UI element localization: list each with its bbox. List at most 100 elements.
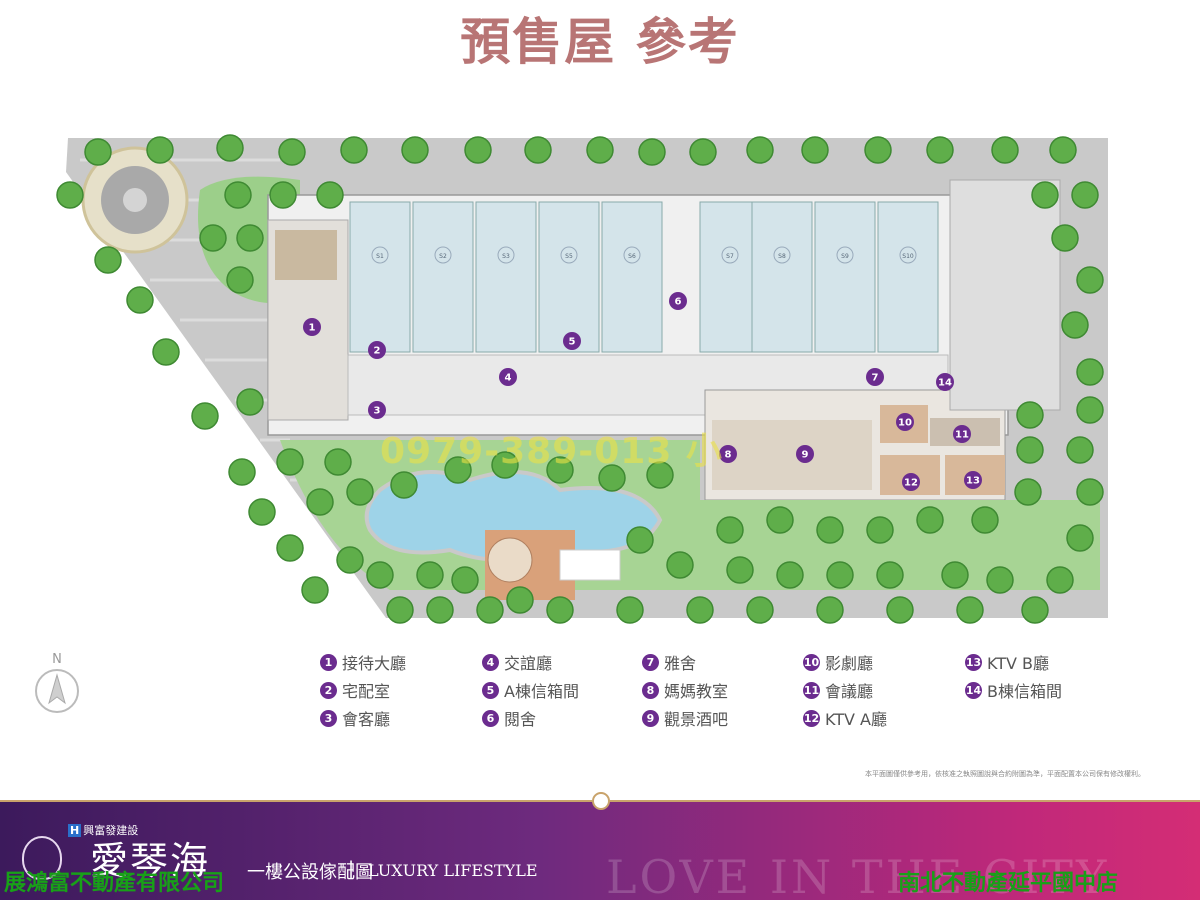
tree-icon — [316, 181, 344, 209]
unit-label: S3 — [502, 253, 510, 260]
tree-icon — [776, 561, 804, 589]
tree-icon — [1066, 524, 1094, 552]
amenity-marker-label: 7 — [872, 373, 879, 384]
legend-label: 影劇廳 — [825, 654, 874, 673]
tree-icon — [386, 596, 414, 624]
tree-icon — [1051, 224, 1079, 252]
tree-icon — [1031, 181, 1059, 209]
legend-number: 1 — [320, 653, 337, 671]
shop-unit — [475, 201, 537, 353]
tree-icon — [340, 136, 368, 164]
tree-icon — [346, 478, 374, 506]
tree-icon — [864, 136, 892, 164]
shop-unit — [349, 201, 411, 353]
tree-icon — [426, 596, 454, 624]
ramp — [949, 179, 1061, 411]
legend-label: 宅配室 — [342, 682, 391, 701]
tree-icon — [476, 596, 504, 624]
amenity-marker — [902, 473, 920, 491]
tree-icon — [224, 181, 252, 209]
unit-circle — [497, 246, 515, 264]
legend-number: 4 — [482, 653, 499, 671]
legend-number: 7 — [642, 653, 659, 671]
legend-label: 會客廳 — [342, 710, 391, 729]
tree-icon — [1061, 311, 1089, 339]
amenity-marker-label: 2 — [374, 346, 381, 357]
tree-icon — [616, 596, 644, 624]
tree-icon — [464, 136, 492, 164]
tree-icon — [638, 138, 666, 166]
shop-unit — [814, 201, 876, 353]
tree-icon — [1076, 266, 1104, 294]
legend-label: 交誼廳 — [504, 654, 553, 673]
tree-group — [56, 134, 1104, 624]
legend-number: 6 — [482, 709, 499, 727]
tree-icon — [306, 488, 334, 516]
tree-icon — [766, 506, 794, 534]
shop-unit — [751, 201, 813, 353]
legend-label: 雅舍 — [664, 654, 697, 673]
amenity-marker — [896, 413, 914, 431]
legend-number: 5 — [482, 681, 499, 699]
tree-icon — [216, 134, 244, 162]
amenity-marker — [563, 332, 581, 350]
tree-icon — [451, 566, 479, 594]
north-label: N — [52, 652, 62, 667]
tree-icon — [199, 224, 227, 252]
unit-circle — [560, 246, 578, 264]
tree-icon — [626, 526, 654, 554]
amenity-marker-label: 5 — [569, 337, 576, 348]
tree-icon — [84, 138, 112, 166]
project-name: 愛琴海 — [90, 839, 211, 883]
tree-icon — [276, 448, 304, 476]
amenity-marker — [368, 341, 386, 359]
tree-icon — [524, 136, 552, 164]
tree-icon — [816, 516, 844, 544]
amenity-marker-label: 10 — [898, 418, 912, 429]
legend-number: 13 — [965, 653, 982, 671]
amenity-marker — [499, 368, 517, 386]
north-arrow-icon — [35, 669, 79, 713]
amenity-marker — [368, 401, 386, 419]
tree-icon — [324, 448, 352, 476]
shop-unit — [538, 201, 600, 353]
unit-circle — [371, 246, 389, 264]
legend-label: A棟信箱間 — [504, 682, 579, 701]
amenity-marker — [719, 445, 737, 463]
tree-icon — [801, 136, 829, 164]
amenity-marker — [964, 471, 982, 489]
amenity-marker — [669, 292, 687, 310]
tree-icon — [56, 181, 84, 209]
tree-icon — [866, 516, 894, 544]
tree-icon — [491, 451, 519, 479]
tree-icon — [1066, 436, 1094, 464]
tree-icon — [991, 136, 1019, 164]
amenity-marker-label: 6 — [675, 297, 682, 308]
tree-icon — [366, 561, 394, 589]
amenity-marker-label: 4 — [505, 373, 512, 384]
tree-icon — [1046, 566, 1074, 594]
unit-label: S10 — [902, 253, 914, 260]
tree-icon — [971, 506, 999, 534]
amenity-marker-label: 11 — [955, 430, 969, 441]
unit-label: S1 — [376, 253, 384, 260]
tree-icon — [956, 596, 984, 624]
legend-number: 8 — [642, 681, 659, 699]
tree-icon — [986, 566, 1014, 594]
unit-circle — [899, 246, 917, 264]
tree-icon — [1076, 358, 1104, 386]
tree-icon — [1014, 478, 1042, 506]
tree-icon — [236, 388, 264, 416]
unit-circle — [836, 246, 854, 264]
